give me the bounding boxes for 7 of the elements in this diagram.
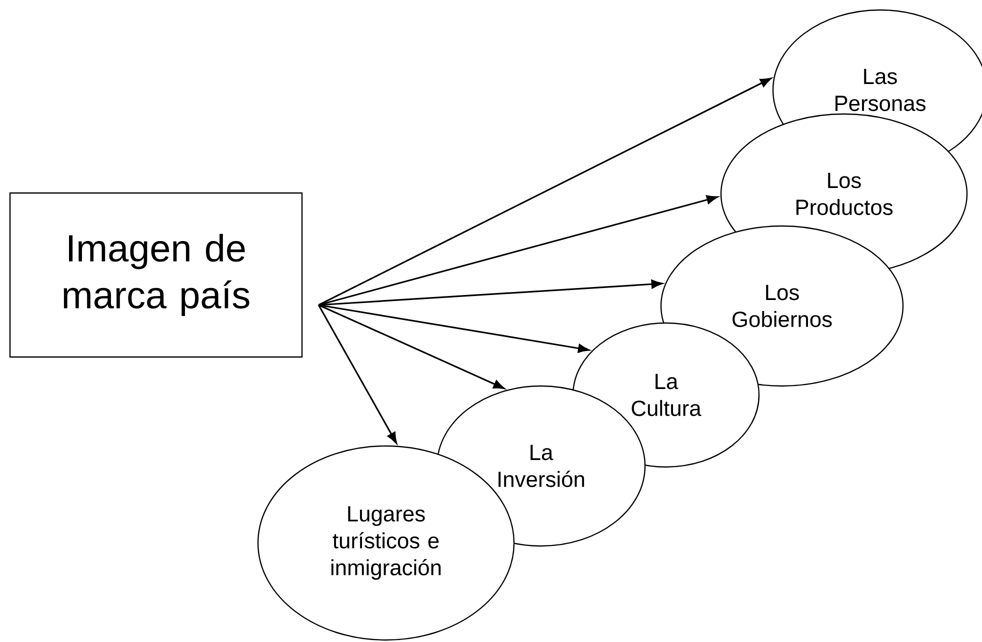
- node-label: Los Productos: [796, 172, 893, 216]
- arrow: [318, 304, 505, 390]
- arrow: [318, 78, 772, 306]
- arrow: [318, 304, 398, 444]
- arrow: [318, 280, 663, 306]
- arrow: [318, 195, 718, 306]
- title-box: Imagen de marca país: [9, 192, 303, 358]
